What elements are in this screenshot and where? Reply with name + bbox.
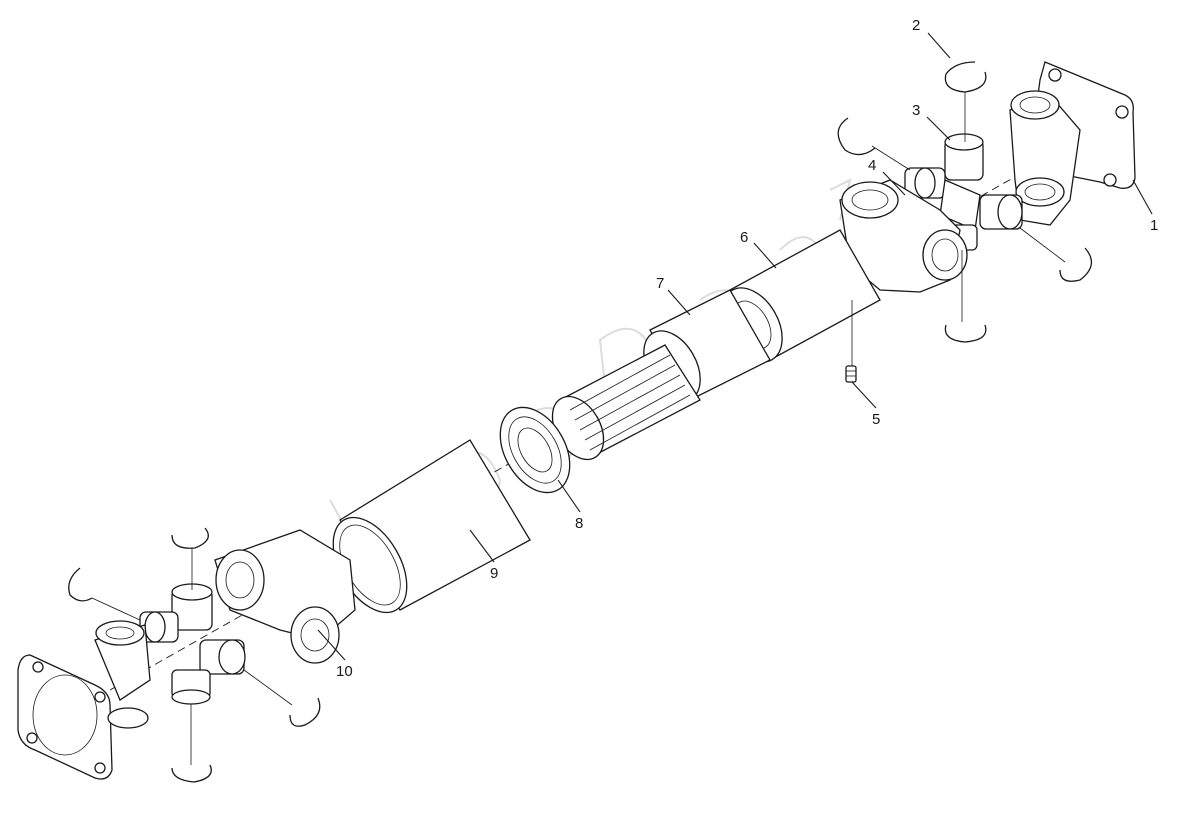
slip-yoke-right xyxy=(839,179,968,293)
snap-ring-right-lower-right xyxy=(1059,247,1092,282)
callout-6: 6 xyxy=(740,229,777,269)
svg-text:5: 5 xyxy=(872,411,880,428)
snap-ring-right-upper-left xyxy=(837,117,876,156)
tube-yoke-left xyxy=(214,529,356,664)
snap-ring-2 xyxy=(944,61,987,93)
snap-ring-left-top xyxy=(171,527,209,549)
svg-text:4: 4 xyxy=(868,157,876,174)
svg-text:9: 9 xyxy=(490,565,498,582)
svg-text:8: 8 xyxy=(575,515,583,532)
leader-ring-right-right xyxy=(1019,227,1066,263)
svg-text:7: 7 xyxy=(656,275,664,292)
snap-ring-right-bottom xyxy=(944,324,987,343)
leader-ring-right-left xyxy=(871,145,911,171)
callout-9: 9 xyxy=(469,529,498,582)
callout-1: 1 xyxy=(1132,179,1158,234)
callout-8: 8 xyxy=(557,479,583,532)
leader-ring-left-right xyxy=(243,669,293,706)
snap-ring-left-right xyxy=(289,697,321,727)
splined-shaft xyxy=(551,344,701,461)
flange-yoke-left xyxy=(17,620,151,780)
callout-4: 4 xyxy=(868,157,906,196)
svg-text:2: 2 xyxy=(912,17,920,34)
leader-ring-left-left xyxy=(91,597,141,621)
svg-text:6: 6 xyxy=(740,229,748,246)
snap-ring-left-bottom xyxy=(171,764,212,783)
callout-7: 7 xyxy=(656,275,691,316)
universal-joint-cross-right xyxy=(904,133,1023,251)
snap-ring-left-upper-left xyxy=(68,567,93,602)
svg-text:10: 10 xyxy=(336,663,353,680)
callout-10: 10 xyxy=(317,629,353,680)
callout-3: 3 xyxy=(912,102,951,141)
callout-5: 5 xyxy=(851,300,880,428)
universal-joint-cross-left xyxy=(139,583,246,705)
callout-2: 2 xyxy=(912,17,951,59)
flange-yoke-right xyxy=(1009,61,1136,226)
grease-fitting xyxy=(845,365,857,383)
svg-text:1: 1 xyxy=(1150,217,1158,234)
svg-text:3: 3 xyxy=(912,102,920,119)
dust-cap-seal xyxy=(499,406,571,494)
